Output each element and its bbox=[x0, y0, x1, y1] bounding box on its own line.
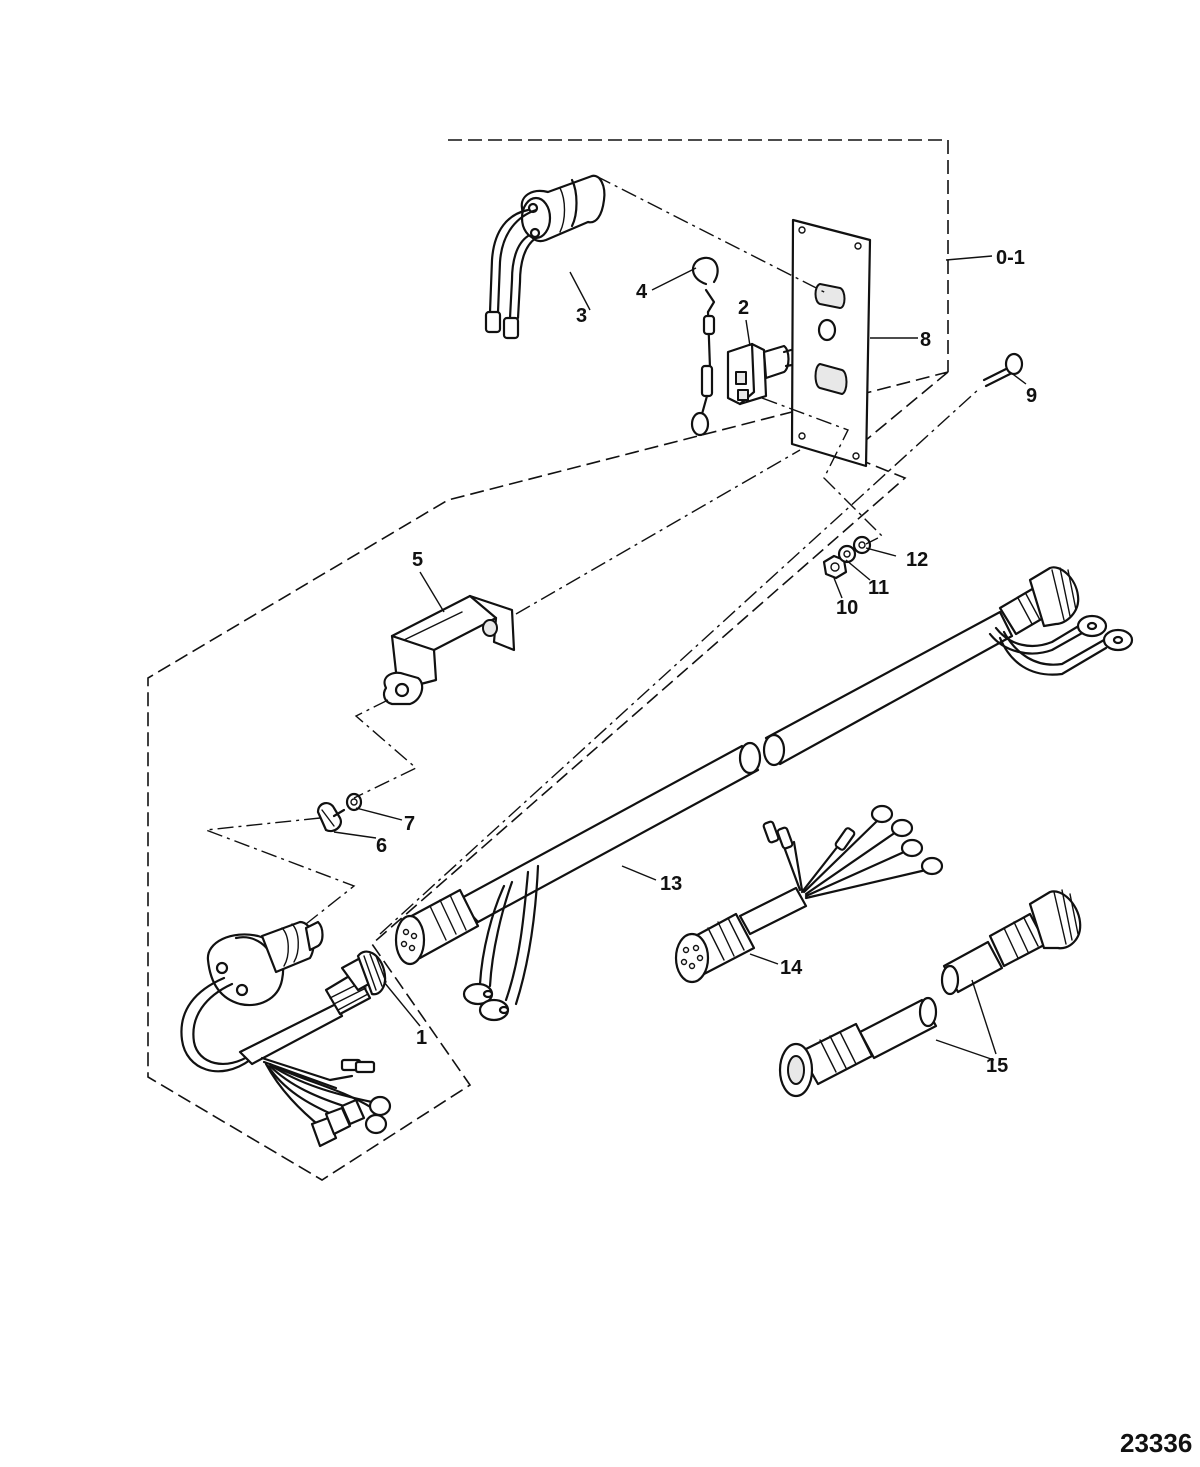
relation-line-bracket-to-screw bbox=[353, 699, 418, 799]
label-part-5: 5 bbox=[412, 549, 423, 571]
label-part-12: 12 bbox=[906, 549, 928, 571]
part-15-extension-harness bbox=[778, 889, 1082, 1098]
part-3-trim-switch bbox=[484, 174, 606, 340]
label-part-1: 1 bbox=[416, 1027, 427, 1049]
assembly-boundary bbox=[147, 139, 949, 1181]
relation-line-9-to-bracket bbox=[379, 387, 981, 935]
relation-line-screw-to-ignition bbox=[205, 817, 356, 925]
part-4-lanyard bbox=[690, 256, 719, 437]
part-2-toggle-switch bbox=[726, 342, 803, 406]
relation-line-plate-to-nuts bbox=[761, 397, 884, 545]
part-9-screw bbox=[982, 352, 1024, 388]
connector-pins-13 bbox=[400, 928, 418, 952]
label-part-9: 9 bbox=[1026, 385, 1037, 407]
part-7-washer bbox=[345, 792, 363, 812]
label-part-7: 7 bbox=[404, 813, 415, 835]
part-5-bracket bbox=[382, 594, 516, 706]
label-part-2: 2 bbox=[738, 297, 749, 319]
leader-lines bbox=[333, 255, 1027, 1061]
relation-line-5-to-plate bbox=[515, 449, 801, 615]
label-0-1: 0-1 bbox=[996, 247, 1025, 269]
label-part-4: 4 bbox=[636, 281, 648, 303]
label-part-3: 3 bbox=[576, 305, 587, 327]
label-part-6: 6 bbox=[376, 835, 387, 857]
part-13-main-harness bbox=[394, 566, 1134, 1022]
part-8-mounting-plate bbox=[790, 218, 872, 468]
label-part-15: 15 bbox=[986, 1055, 1008, 1077]
connector-pins-14 bbox=[680, 944, 704, 970]
label-part-8: 8 bbox=[920, 329, 931, 351]
part-12-washer bbox=[852, 535, 872, 555]
label-part-13: 13 bbox=[660, 873, 682, 895]
part-1-ignition-harness bbox=[180, 920, 392, 1148]
part-6-screw bbox=[316, 802, 346, 833]
label-part-11: 11 bbox=[868, 577, 889, 599]
part-10-nut bbox=[822, 554, 848, 580]
label-part-14: 14 bbox=[780, 957, 803, 979]
part-11-lockwasher bbox=[837, 544, 857, 564]
figure-number: 23336 bbox=[1120, 1428, 1192, 1458]
relation-line-3-to-8 bbox=[595, 175, 829, 295]
part-14-instrument-harness bbox=[674, 804, 944, 984]
label-part-10: 10 bbox=[836, 597, 858, 619]
